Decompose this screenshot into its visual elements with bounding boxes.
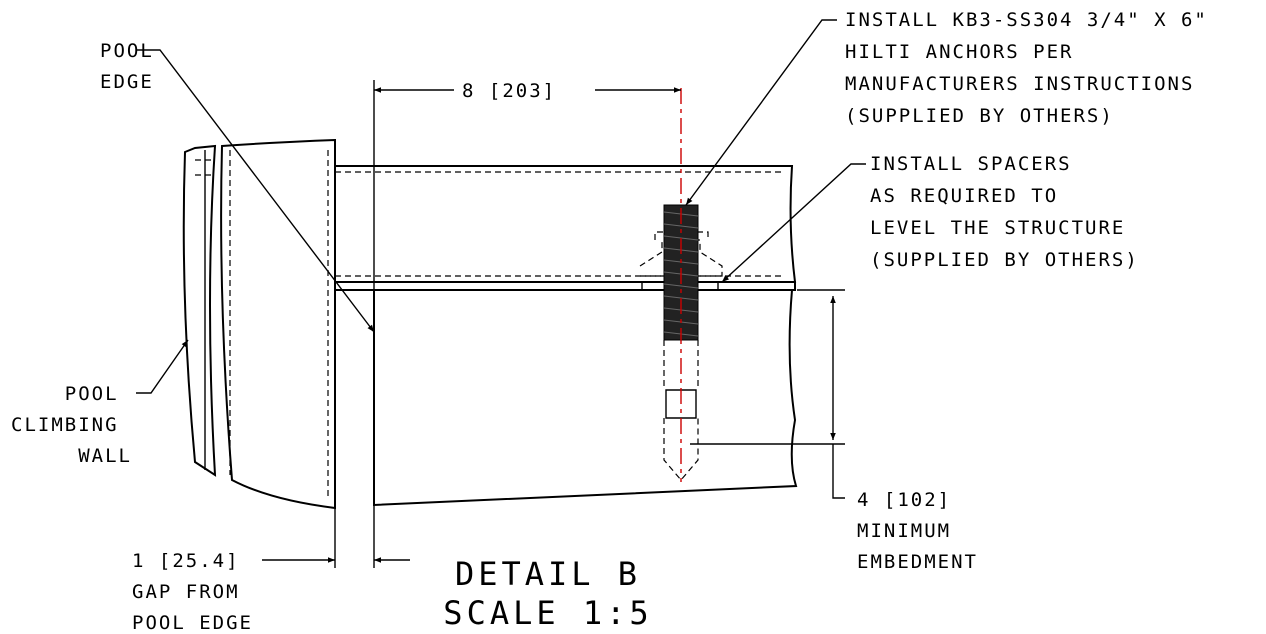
- gap-note: 1 [25.4] GAP FROM POOL EDGE: [132, 550, 253, 634]
- upper-beam: [335, 165, 797, 283]
- pool-edge-shape: [220, 138, 336, 510]
- climbing-wall-label: POOL CLIMBING WALL: [11, 383, 132, 467]
- embed-note: 4 [102] MINIMUM EMBEDMENT: [857, 489, 978, 573]
- leader-lines: [136, 19, 866, 394]
- concrete-slab: [373, 289, 798, 507]
- spacer-note: INSTALL SPACERS AS REQUIRED TO LEVEL THE…: [870, 153, 1139, 271]
- spacer-strip: [335, 281, 796, 291]
- dim-top-lines: [373, 80, 681, 335]
- pool-edge-label: POOL EDGE: [100, 40, 167, 93]
- anchor-note: INSTALL KB3-SS304 3/4" X 6" HILTI ANCHOR…: [845, 9, 1221, 127]
- climbing-wall-shape: [182, 144, 217, 477]
- detail-scale: SCALE 1:5: [443, 594, 652, 632]
- dim-top-label: 8 [203]: [462, 80, 556, 102]
- detail-title: DETAIL B: [455, 555, 641, 593]
- dim-embed-lines: [690, 289, 845, 499]
- dim-gap-lines: [262, 505, 410, 568]
